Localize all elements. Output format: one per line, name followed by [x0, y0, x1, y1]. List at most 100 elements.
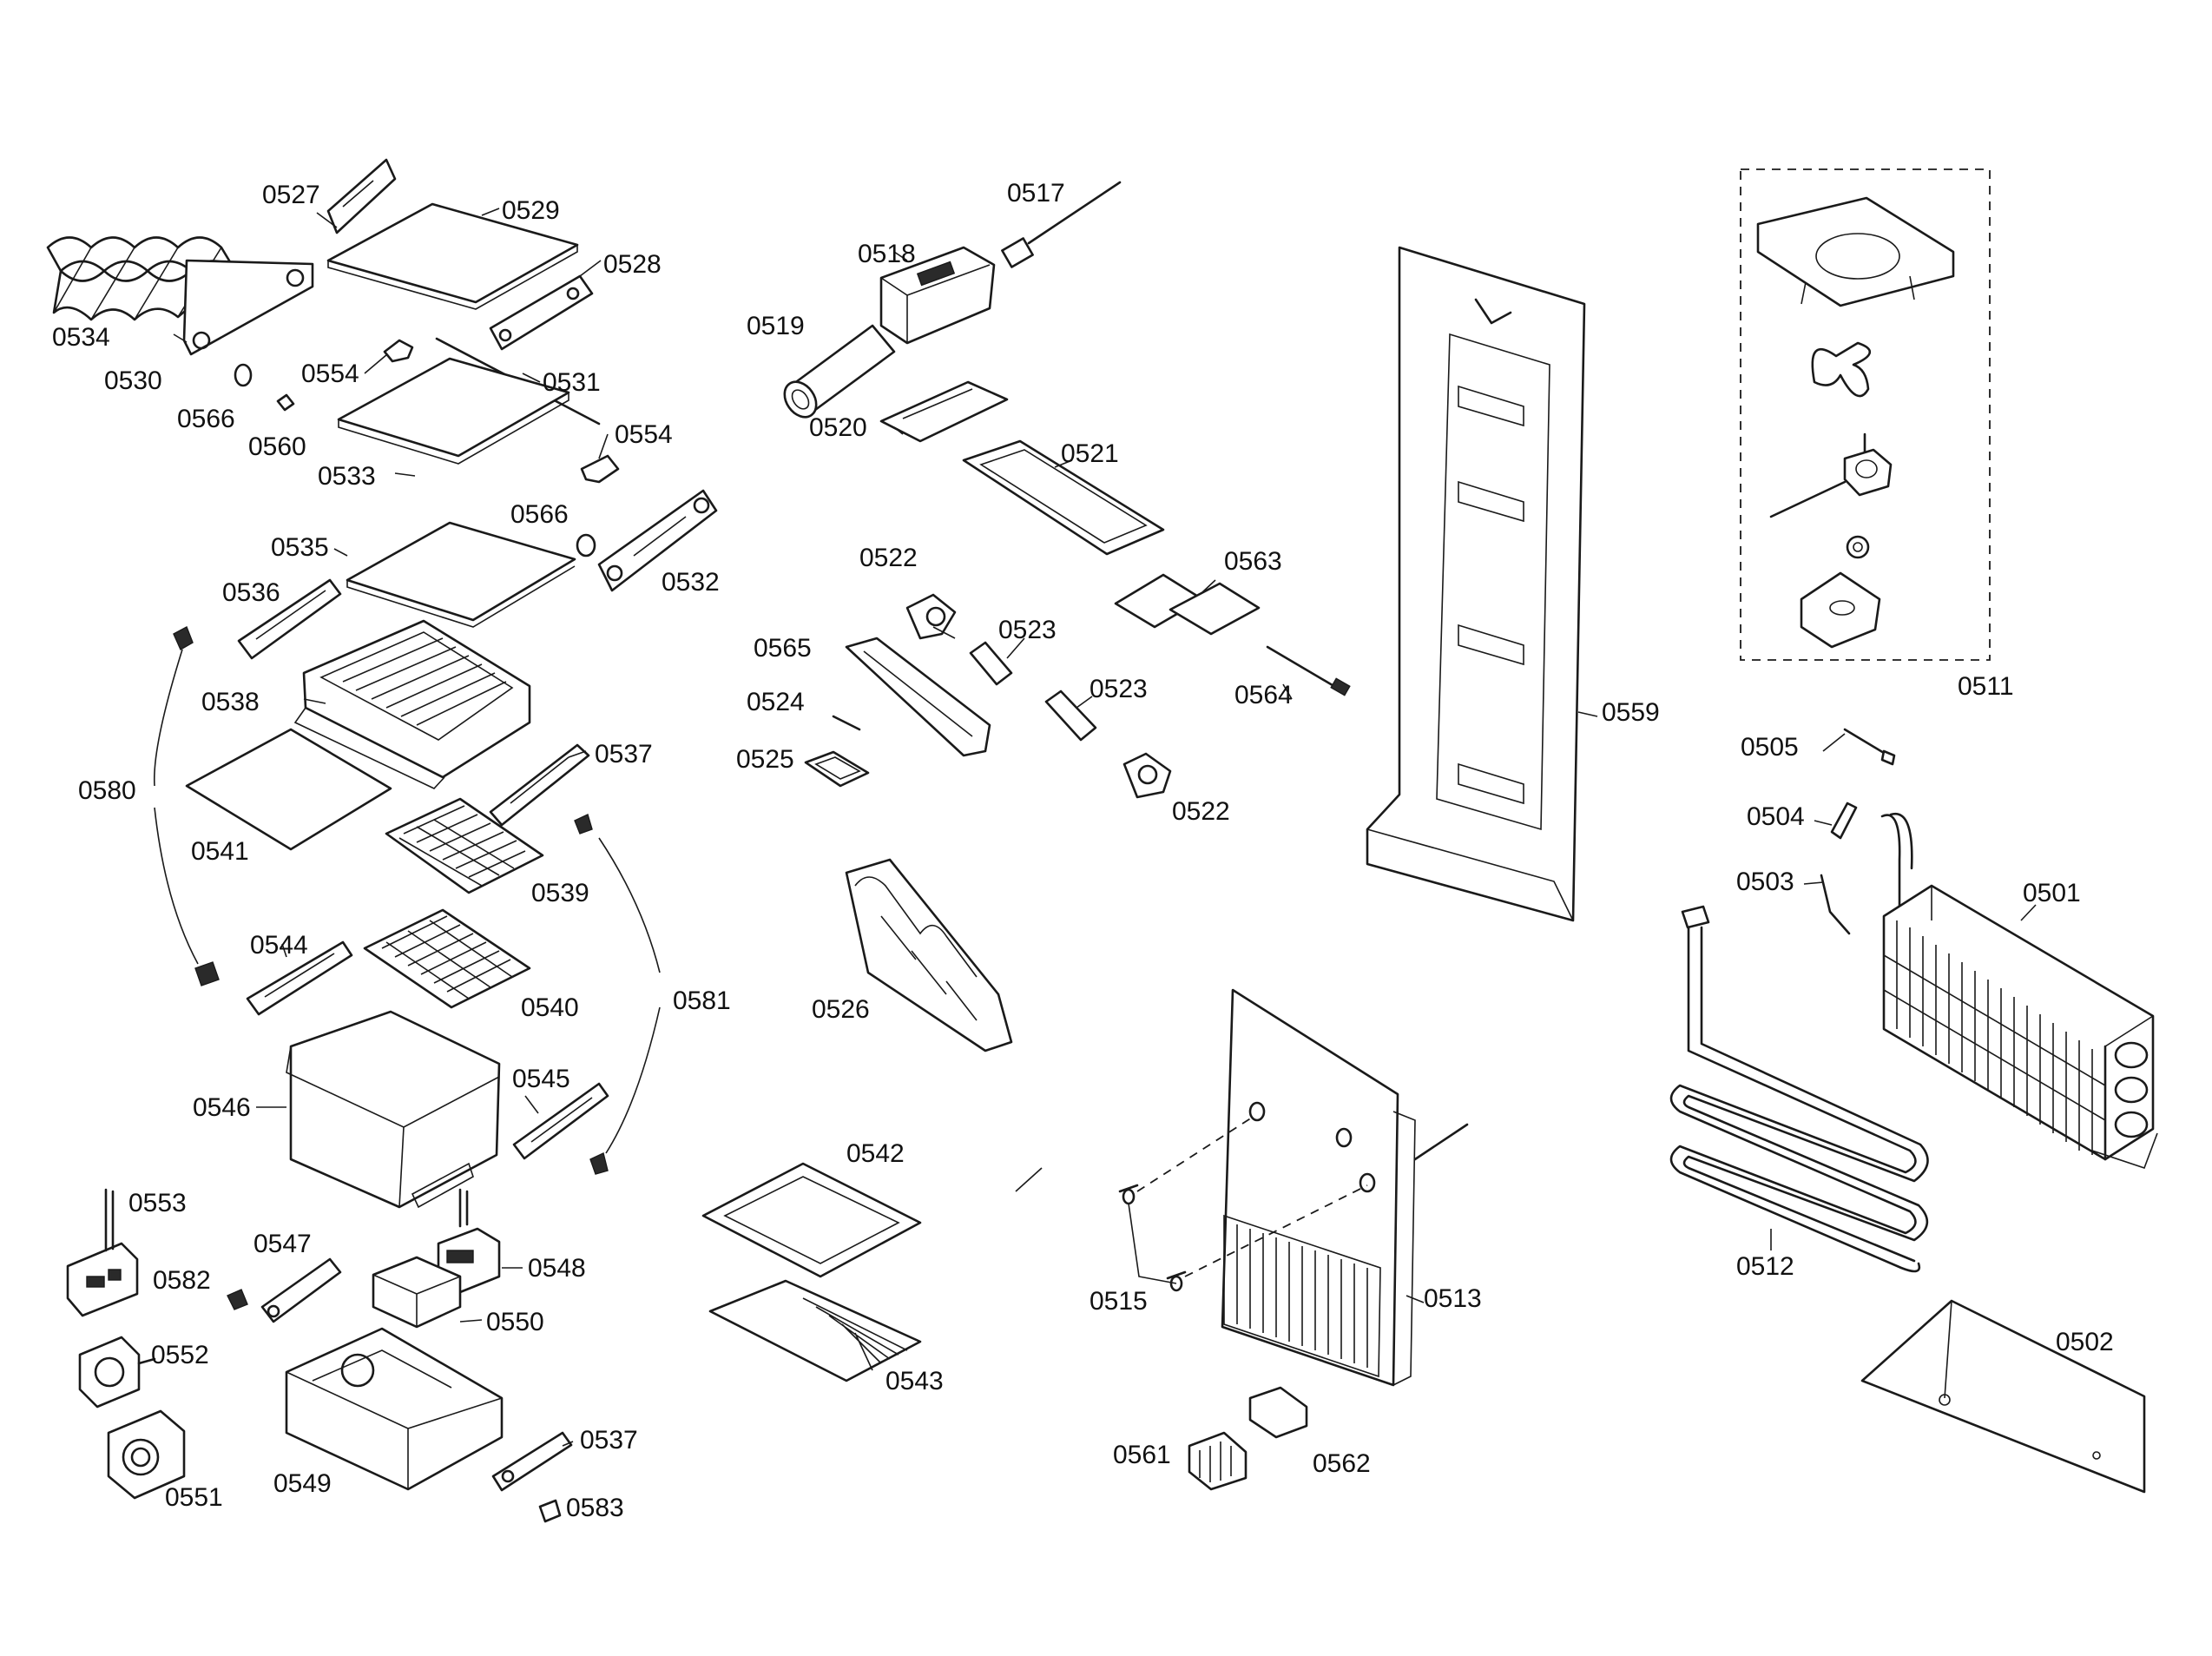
part-0530-shelf-bracket [182, 259, 314, 356]
part-0550-bracket [372, 1256, 462, 1329]
part-0566-washer-upper [234, 363, 253, 387]
label-0528: 0528 [603, 250, 662, 279]
part-number-labels: 0527 0529 0528 0534 0530 0554 0531 0566 … [52, 179, 2114, 1522]
label-0540: 0540 [521, 993, 579, 1022]
label-0503: 0503 [1736, 868, 1794, 896]
label-0518: 0518 [858, 240, 916, 268]
part-0544-slide-rail [246, 940, 353, 1016]
part-0515-screw-lower [1166, 1270, 1187, 1292]
part-0552-fan-motor [78, 1336, 156, 1409]
label-0526: 0526 [812, 995, 870, 1024]
label-0553: 0553 [128, 1189, 187, 1217]
label-0552: 0552 [151, 1341, 209, 1369]
part-0528-shelf-bracket [489, 274, 594, 351]
part-0535-crisper-cover [346, 521, 576, 628]
part-0517-auger-shaft [1001, 181, 1122, 268]
label-0580: 0580 [78, 776, 136, 805]
label-0515: 0515 [1090, 1287, 1148, 1316]
part-0522-lamp-socket-upper [905, 593, 957, 640]
part-0523-bulb-lower [1044, 689, 1097, 742]
label-0551: 0551 [165, 1483, 223, 1512]
label-0541: 0541 [191, 837, 249, 866]
label-0536: 0536 [222, 578, 280, 607]
label-0546: 0546 [193, 1093, 251, 1122]
leader-0580 [153, 649, 199, 965]
label-0530: 0530 [104, 366, 162, 395]
part-0581-clip-bottom [589, 1152, 609, 1175]
label-0537-lower: 0537 [580, 1426, 638, 1455]
label-0502: 0502 [2056, 1328, 2114, 1356]
label-0533: 0533 [318, 462, 376, 491]
label-0529: 0529 [502, 196, 560, 225]
part-0501-evaporator [1880, 812, 2158, 1170]
part-0539-drawer-grid [385, 797, 544, 894]
label-0520: 0520 [809, 413, 867, 442]
label-0559: 0559 [1602, 698, 1660, 727]
part-0551-fan-housing [107, 1409, 186, 1500]
part-0542-spill-shelf-frame [701, 1162, 922, 1278]
part-0545-slide-rail [512, 1082, 609, 1160]
part-0518-dispenser-housing [879, 246, 996, 345]
leader-0581 [598, 837, 661, 1154]
part-0515-screw-upper [1118, 1184, 1139, 1205]
label-0537-upper: 0537 [595, 740, 653, 769]
label-0550: 0550 [486, 1308, 544, 1336]
label-0563: 0563 [1224, 547, 1282, 576]
part-0566-washer-lower [576, 533, 596, 557]
label-0505: 0505 [1741, 733, 1799, 762]
label-0562: 0562 [1313, 1449, 1371, 1478]
part-0538-crisper-drawer [293, 619, 531, 789]
part-0502-drain-pan [1860, 1299, 2146, 1494]
part-0581-clip-top [574, 814, 593, 835]
label-0501: 0501 [2023, 879, 2081, 907]
part-0563-door-flaps [1114, 573, 1261, 636]
part-0540-drawer-grid [363, 908, 531, 1009]
part-0522-lamp-socket-lower [1122, 752, 1172, 799]
leader-0515 [1128, 1203, 1177, 1284]
part-0547-slide-rail [260, 1257, 342, 1323]
label-0523-upper: 0523 [998, 616, 1057, 644]
label-0549: 0549 [273, 1469, 332, 1498]
label-0566-upper: 0566 [177, 405, 235, 433]
label-0565: 0565 [754, 634, 812, 663]
label-0561: 0561 [1113, 1441, 1171, 1469]
part-0536-slide-rail [237, 578, 342, 660]
part-0537-slide-rail-lower [491, 1431, 573, 1492]
part-0526-water-tank [845, 858, 1013, 1052]
label-0544: 0544 [250, 931, 308, 960]
part-0559-door-liner [1366, 246, 1586, 922]
part-0503-sensor-wire [1820, 874, 1851, 935]
part-0513-evaporator-cover [1136, 988, 1469, 1387]
label-0560: 0560 [248, 432, 306, 461]
label-0554-upper: 0554 [301, 360, 359, 388]
label-0583: 0583 [566, 1494, 624, 1522]
part-0505-thermistor [1843, 728, 1896, 766]
label-0523-lower: 0523 [1090, 675, 1148, 703]
part-0543-grill-tray [708, 1279, 922, 1382]
label-0512: 0512 [1736, 1252, 1794, 1281]
label-0548: 0548 [528, 1254, 586, 1283]
part-0532-shelf-bracket [597, 489, 718, 592]
part-0533-shelf [337, 357, 570, 465]
label-0547: 0547 [253, 1230, 312, 1258]
part-0546-freezer-bin [286, 1010, 501, 1209]
label-0566-lower: 0566 [510, 500, 569, 529]
label-0531: 0531 [543, 368, 601, 397]
label-0543: 0543 [885, 1367, 944, 1395]
part-0554-clip-upper [383, 339, 414, 363]
part-0580-clip-bottom [194, 961, 220, 986]
label-0524: 0524 [747, 688, 805, 716]
label-0539: 0539 [531, 879, 589, 907]
part-0583-clip [538, 1499, 562, 1523]
label-0519: 0519 [747, 312, 805, 340]
label-0504: 0504 [1747, 802, 1805, 831]
label-0525: 0525 [736, 745, 794, 774]
label-0582: 0582 [153, 1266, 211, 1295]
label-0513: 0513 [1424, 1284, 1482, 1313]
label-0535: 0535 [271, 533, 329, 562]
part-0504-fuse-clip [1830, 802, 1858, 840]
label-0538: 0538 [201, 688, 260, 716]
part-0564-wire-harness [1266, 645, 1351, 696]
part-0541-drawer-cover [185, 728, 392, 851]
part-0519-auger-tube [783, 324, 896, 419]
